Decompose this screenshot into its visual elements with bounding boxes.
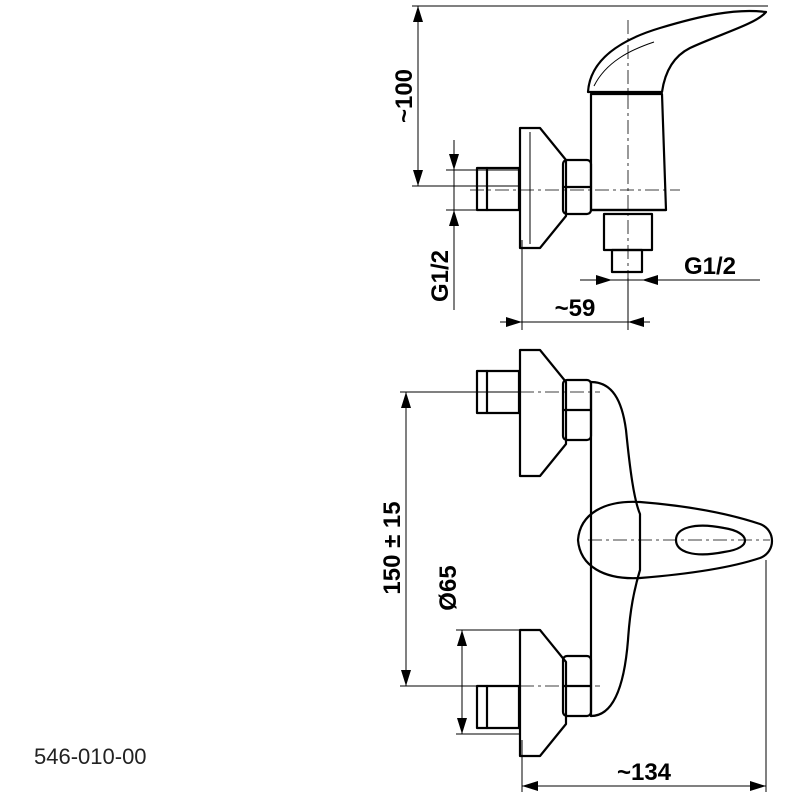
dimension-outlet-thread-label: G1/2 — [684, 253, 736, 280]
dimension-width-label: ~134 — [617, 759, 672, 786]
dimension-spacing-label: 150 ± 15 — [379, 501, 406, 594]
dimension-flange-diameter-label: Ø65 — [435, 565, 462, 610]
side-view — [412, 5, 768, 330]
dimension-depth-label: ~59 — [555, 295, 596, 322]
product-code: 546-010-00 — [34, 744, 147, 769]
dimension-height-label: ~100 — [391, 69, 418, 123]
dimension-inlet-thread-label: G1/2 — [427, 250, 454, 302]
front-view — [400, 348, 774, 792]
